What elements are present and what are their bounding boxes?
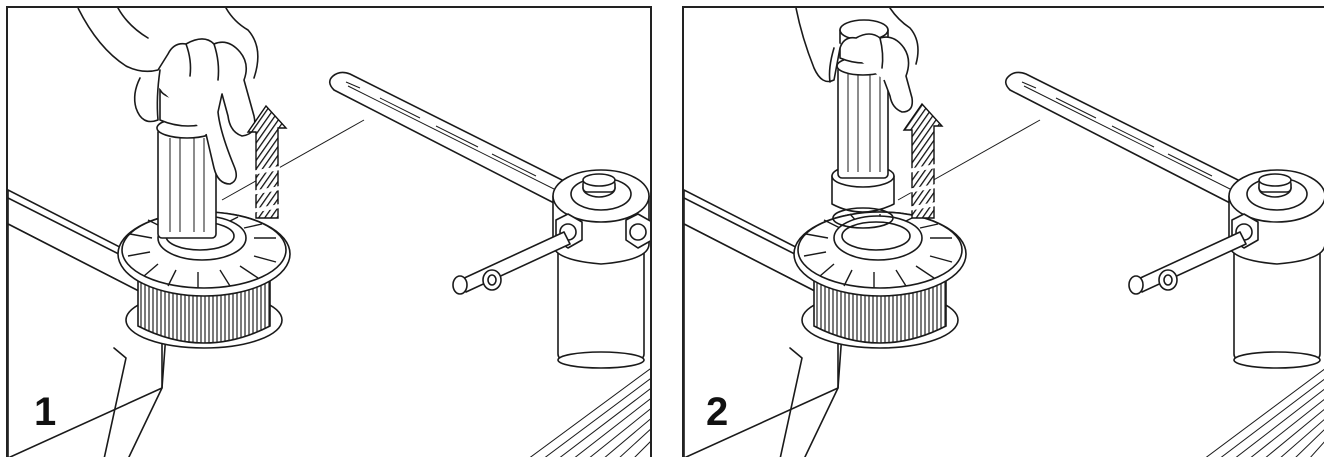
filter-hub xyxy=(1228,169,1324,369)
lift-up-arrow xyxy=(245,104,288,219)
drip-tray-slats xyxy=(1205,368,1324,457)
drain-pipe xyxy=(452,231,571,295)
pleated-filter xyxy=(793,211,967,349)
hand xyxy=(77,8,259,185)
step-2-illustration xyxy=(684,8,1324,457)
drain-pipe xyxy=(1128,231,1247,295)
spray-arm xyxy=(1004,71,1251,205)
filter-hub xyxy=(552,169,650,369)
lift-up-arrow xyxy=(901,102,944,219)
spray-arm xyxy=(328,71,575,205)
step-1-illustration xyxy=(8,8,650,457)
hand xyxy=(795,8,919,113)
drip-tray-slats xyxy=(529,368,650,457)
leader-line xyxy=(221,119,365,201)
step-2-panel: 2 xyxy=(682,6,1324,457)
step-number: 2 xyxy=(706,390,729,434)
step-1-panel: 1 xyxy=(6,6,652,457)
step-number: 1 xyxy=(34,390,57,434)
